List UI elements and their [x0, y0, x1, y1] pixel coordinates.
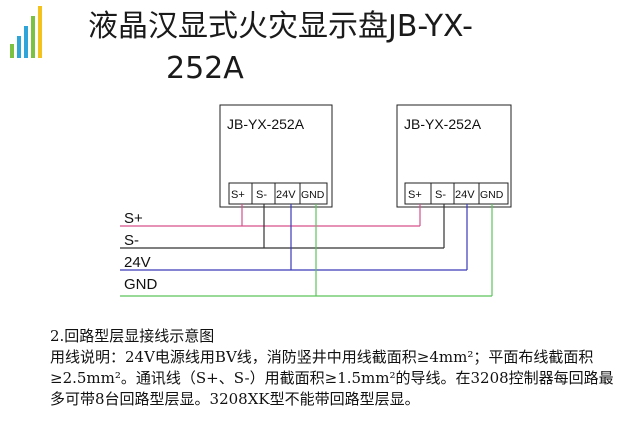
- terminal-label: 24V: [455, 189, 475, 201]
- title-line-1: 液晶汉显式火灾显示盘JB-YX-: [88, 9, 473, 44]
- page-title: 液晶汉显式火灾显示盘JB-YX- 252A: [88, 6, 473, 90]
- bus-lines: [120, 204, 493, 297]
- terminal-label: GND: [480, 189, 504, 201]
- terminal-gnd: [478, 182, 509, 205]
- terminal-gnd: [299, 182, 328, 205]
- logo-bar: [38, 6, 42, 58]
- terminal-label: S-: [435, 189, 446, 201]
- terminal-label: GND: [301, 189, 325, 201]
- device-1: JB-YX-252A S+ S- 24V GND: [219, 104, 333, 208]
- bus-label-24v: 24V: [124, 254, 151, 271]
- device-label: JB-YX-252A: [404, 116, 482, 132]
- device-label: JB-YX-252A: [227, 116, 305, 132]
- title-line-2: 252A: [166, 51, 244, 86]
- description-body: 用线说明：24V电源线用BV线，消防竖井中用线截面积≥4mm²；平面布线截面积≥…: [50, 348, 614, 408]
- logo-bar: [10, 44, 14, 58]
- description-heading: 2.回路型层显接线示意图: [50, 327, 215, 345]
- device-2: JB-YX-252A S+ S- 24V GND: [396, 104, 512, 208]
- terminal-label: 24V: [276, 189, 296, 201]
- terminal-label: S-: [256, 189, 267, 201]
- logo-bar: [24, 26, 28, 58]
- logo-bar: [17, 36, 21, 58]
- logo-icon: [10, 6, 42, 58]
- terminal-label: S+: [408, 189, 422, 201]
- terminal-label: S+: [231, 189, 245, 201]
- bus-label-s-minus: S-: [124, 232, 139, 249]
- logo-bar: [31, 16, 35, 58]
- wiring-description: 2.回路型层显接线示意图 用线说明：24V电源线用BV线，消防竖井中用线截面积≥…: [50, 326, 620, 410]
- bus-labels: S+ S- 24V GND: [124, 210, 158, 293]
- bus-label-gnd: GND: [124, 276, 158, 293]
- bus-label-s-plus: S+: [124, 210, 143, 227]
